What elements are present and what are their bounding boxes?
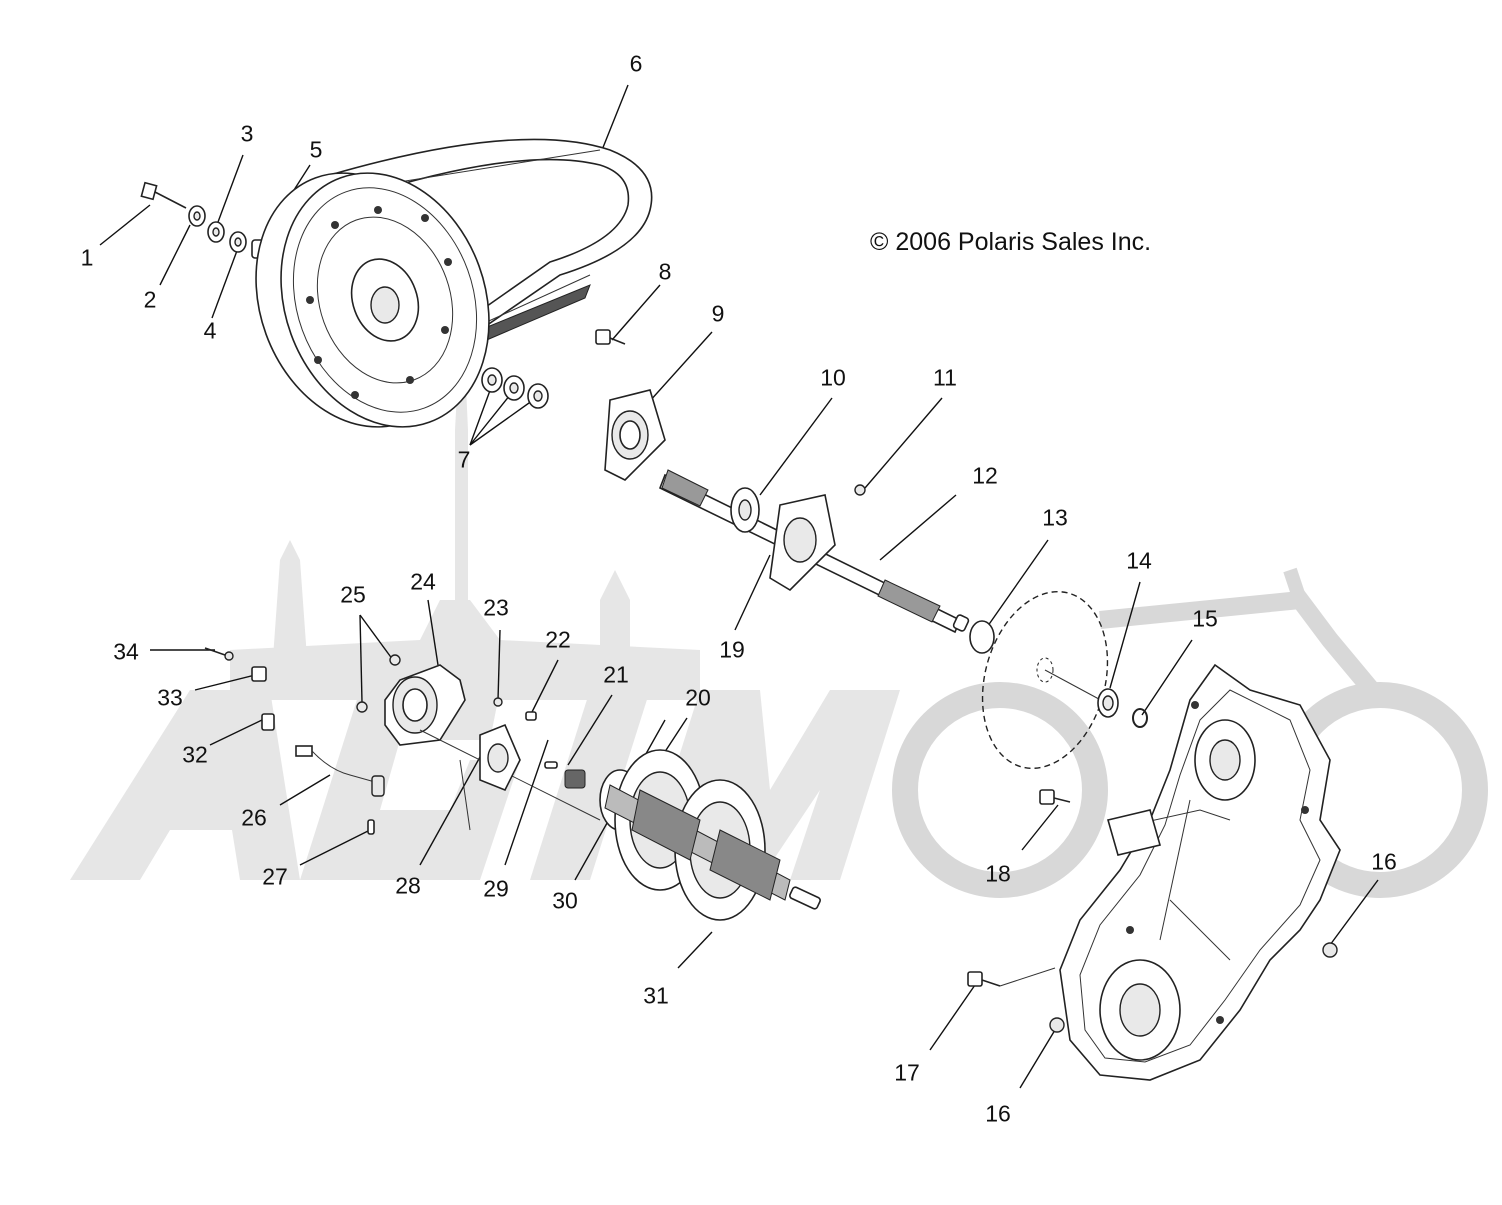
- callout-5: 5: [309, 136, 323, 163]
- callout-34: 34: [113, 638, 139, 665]
- copyright-notice: © 2006 Polaris Sales Inc.: [870, 228, 1152, 256]
- callout-6: 6: [629, 50, 643, 77]
- callout-20: 20: [685, 684, 711, 711]
- bearing-housing-part-24: [384, 664, 601, 821]
- callout-30: 30: [552, 887, 578, 914]
- callout-29: 29: [483, 875, 509, 902]
- screw-part-34: [204, 647, 234, 661]
- callout-18: 18: [985, 860, 1011, 887]
- callout-17: 17: [894, 1059, 920, 1086]
- clip-part-33: [251, 666, 267, 682]
- bolt-part-17: [967, 967, 1056, 987]
- nuts-part-25: [356, 654, 401, 713]
- callout-23: 23: [483, 594, 509, 621]
- callout-9: 9: [711, 300, 725, 327]
- pin-part-27: [367, 819, 375, 835]
- sprocket-outline: [981, 590, 1111, 770]
- gear-part-21: [564, 769, 586, 789]
- callout-25: 25: [340, 581, 366, 608]
- bearing-flange-part-19: [769, 494, 836, 592]
- bolt-part-8: [595, 329, 626, 345]
- callout-16-bottom: 16: [985, 1100, 1011, 1127]
- callout-11: 11: [933, 364, 957, 391]
- bearing-part-10: [730, 487, 760, 533]
- clip-part-32: [261, 713, 275, 731]
- callout-33: 33: [157, 684, 183, 711]
- driven-clutch-pulley: [255, 172, 490, 428]
- bolt-part-1: [140, 181, 187, 209]
- callout-26: 26: [241, 804, 267, 831]
- callout-28: 28: [395, 872, 421, 899]
- callout-21: 21: [603, 661, 629, 688]
- callout-22: 22: [545, 626, 571, 653]
- callout-31: 31: [643, 982, 669, 1009]
- seal-part-14: [1097, 688, 1119, 718]
- callout-27: 27: [262, 863, 288, 890]
- pin-part-22: [525, 711, 537, 721]
- callout-2: 2: [143, 286, 157, 313]
- callout-10: 10: [820, 364, 846, 391]
- drive-belt-part-6: [328, 138, 653, 343]
- washers-part-7: [481, 367, 549, 409]
- plate-part-28: [459, 723, 521, 831]
- callout-1: 1: [80, 244, 94, 271]
- callout-8: 8: [658, 258, 672, 285]
- callout-19: 19: [719, 636, 745, 663]
- bearing-flange-part-9: [604, 389, 666, 481]
- ring-part-13: [969, 620, 995, 654]
- callout-32: 32: [182, 741, 208, 768]
- callout-15: 15: [1192, 605, 1218, 632]
- callout-14: 14: [1126, 547, 1152, 574]
- nut-part-23: [493, 697, 503, 707]
- callout-12: 12: [972, 462, 998, 489]
- chaincase-cover: [1059, 663, 1341, 1081]
- gear-cluster-part-31: [599, 749, 821, 921]
- bolts-part-16: [1049, 942, 1338, 1033]
- callout-24: 24: [410, 568, 436, 595]
- bolt-part-18: [1039, 789, 1071, 805]
- nut-part-11: [854, 484, 866, 496]
- callout-4: 4: [203, 317, 217, 344]
- washers-part-2-4: [188, 205, 247, 253]
- callout-7: 7: [457, 446, 471, 473]
- callout-16-right: 16: [1371, 848, 1397, 875]
- callout-3: 3: [240, 120, 254, 147]
- sensor-part-26: [295, 745, 385, 797]
- callout-13: 13: [1042, 504, 1068, 531]
- ring-part-15: [1132, 708, 1148, 728]
- pin-part-29: [544, 761, 558, 769]
